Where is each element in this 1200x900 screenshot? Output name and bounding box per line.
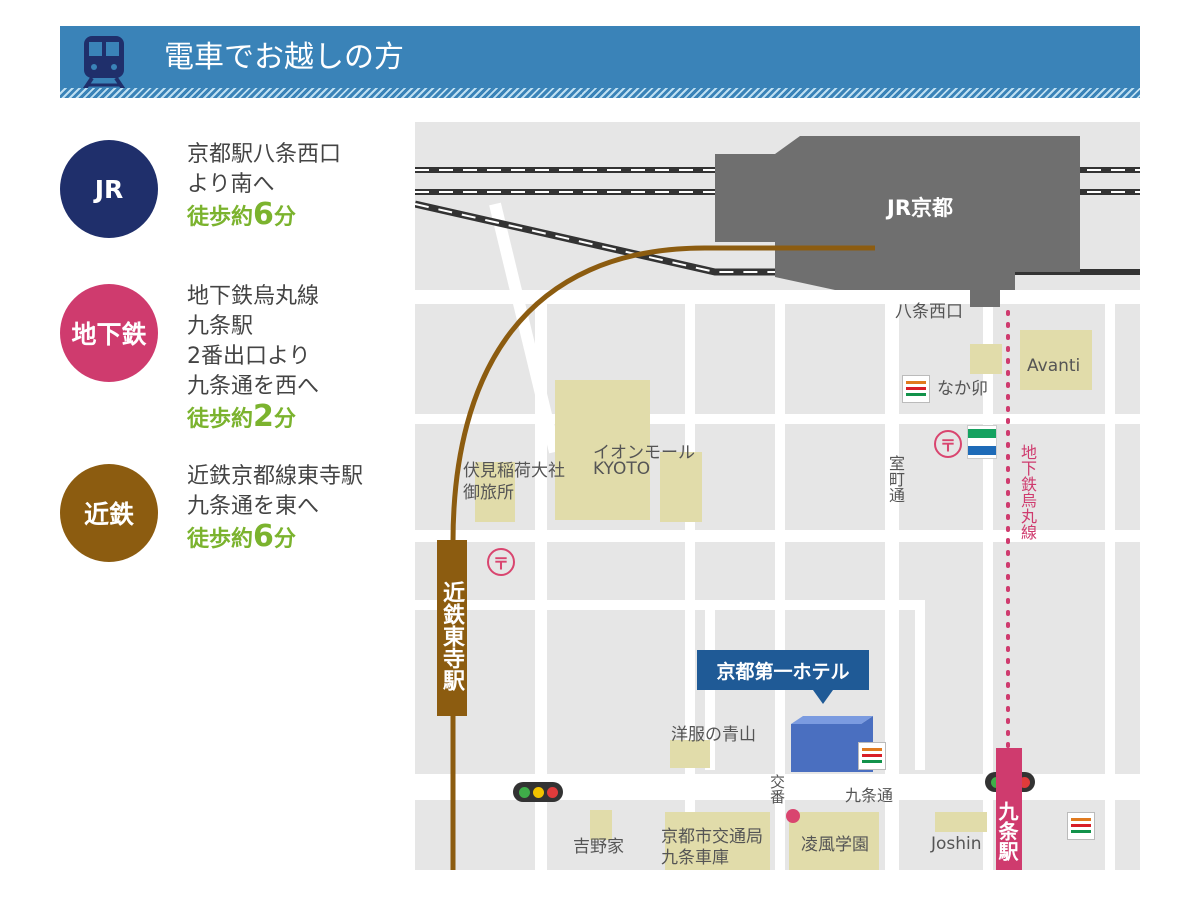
access-map: JR京都 八条西口 Avanti なか卯 〒 イオンモール KYOTO 伏見稲荷… <box>415 122 1140 870</box>
hotel-pointer <box>813 690 833 704</box>
subway-badge: 地下鉄 <box>60 284 158 382</box>
aeon-kyoto-label: KYOTO <box>593 459 651 479</box>
hachijo-nishiguchi-label: 八条西口 <box>895 302 963 322</box>
ryoho-label: 凌風学園 <box>801 835 869 855</box>
route-line: より南へ <box>187 172 275 197</box>
page-title: 電車でお越しの方 <box>164 40 404 75</box>
route-line: 京都駅八条西口 <box>187 142 342 167</box>
route-line: 九条通を東へ <box>187 494 320 519</box>
route-kintetsu-text: 近鉄京都線東寺駅 九条通を東へ 徒歩約6分 <box>187 462 363 555</box>
route-line: 地下鉄烏丸線 <box>187 284 320 309</box>
header-stripe <box>60 88 1140 98</box>
kintetsu-badge: 近鉄 <box>60 464 158 562</box>
route-jr-text: 京都駅八条西口 より南へ 徒歩約6分 <box>187 140 341 233</box>
avanti-label: Avanti <box>1027 356 1081 376</box>
map-canvas <box>415 122 1140 870</box>
koban-label: 交番 <box>768 774 786 804</box>
walk-time: 徒歩約6分 <box>187 197 296 232</box>
jr-kyoto-label: JR京都 <box>887 196 953 220</box>
bus-depot-label-2: 九条車庫 <box>661 848 729 868</box>
route-line: 九条駅 <box>187 314 254 339</box>
nakau-label: なか卯 <box>937 379 988 399</box>
bus-depot-label-1: 京都市交通局 <box>661 827 763 847</box>
section-header: 電車でお越しの方 <box>60 26 1140 98</box>
post-office-icon: 〒 <box>487 548 515 576</box>
hotel-callout: 京都第一ホテル <box>697 650 869 690</box>
seven-eleven-icon <box>858 742 886 770</box>
yofuku-aoyama-label: 洋服の青山 <box>671 725 756 745</box>
familymart-icon <box>967 425 997 459</box>
train-icon <box>74 32 134 92</box>
seven-eleven-icon <box>1067 812 1095 840</box>
kintetsu-toji-station: 近鉄東寺駅 <box>437 540 467 716</box>
post-office-icon: 〒 <box>934 430 962 458</box>
fushimi-label-1: 伏見稲荷大社 <box>463 461 565 481</box>
muromachi-label: 室町通 <box>886 455 905 503</box>
yoshinoya-label: 吉野家 <box>573 837 624 857</box>
route-line: 九条通を西へ <box>187 374 320 399</box>
route-subway-text: 地下鉄烏丸線 九条駅 2番出口より 九条通を西へ 徒歩約2分 <box>187 282 319 435</box>
seven-eleven-icon <box>902 375 930 403</box>
aeon-mall-label: イオンモール <box>593 443 695 463</box>
walk-time: 徒歩約6分 <box>187 519 296 554</box>
traffic-signal-icon <box>513 782 563 802</box>
joshin-label: Joshin <box>931 834 982 854</box>
karasuma-line-label: 地下鉄烏丸線 <box>1018 444 1037 540</box>
route-line: 2番出口より <box>187 344 311 369</box>
fushimi-label-2: 御旅所 <box>463 483 514 503</box>
walk-time: 徒歩約2分 <box>187 399 296 434</box>
jr-badge: JR <box>60 140 158 238</box>
route-line: 近鉄京都線東寺駅 <box>187 464 364 489</box>
kujo-station: 九条駅 <box>995 748 1022 870</box>
kujo-dori-label: 九条通 <box>845 786 894 805</box>
